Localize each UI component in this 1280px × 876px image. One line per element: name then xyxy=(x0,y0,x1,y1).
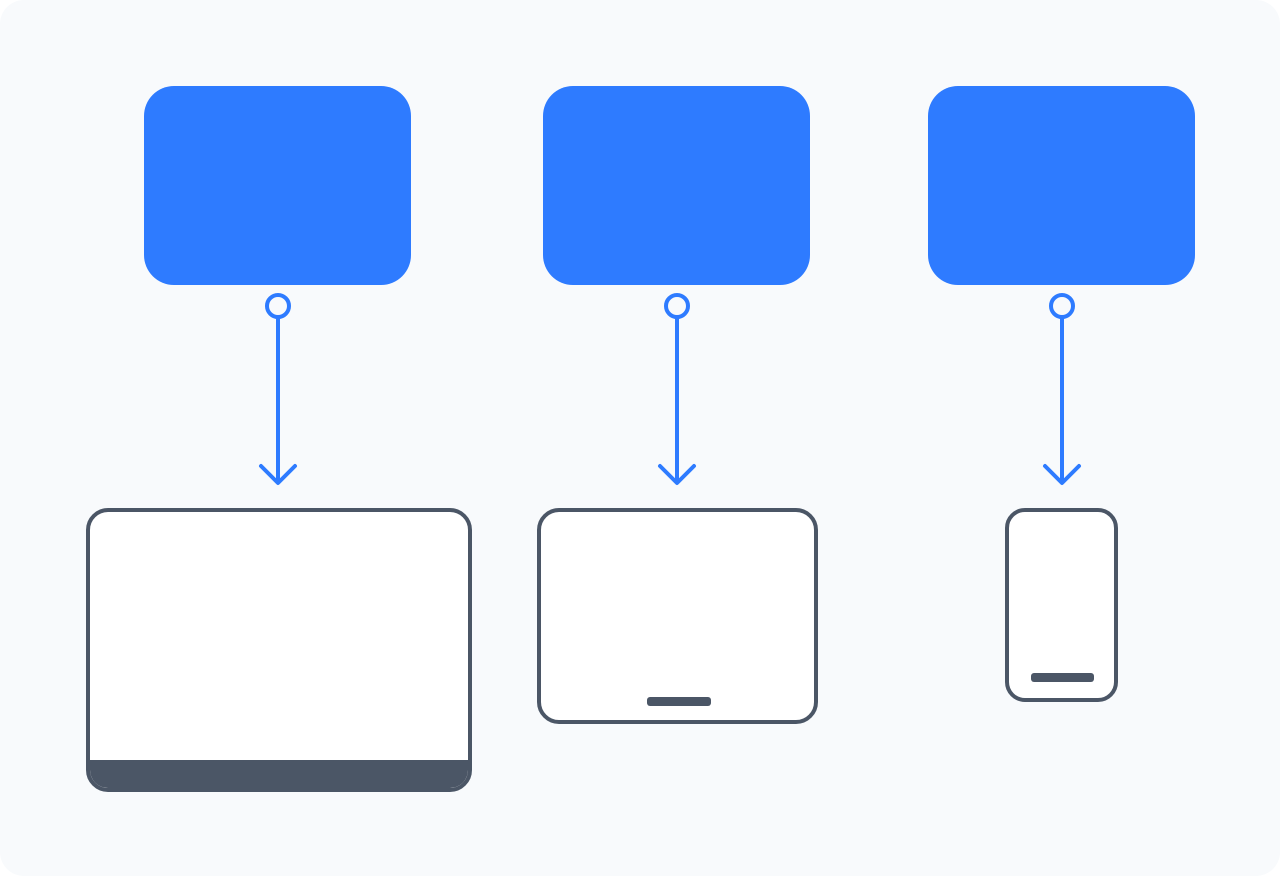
connector-3 xyxy=(1043,293,1081,485)
tablet-home-indicator xyxy=(647,697,711,706)
arrow-down-icon xyxy=(1043,464,1081,485)
phone-icon xyxy=(1005,508,1118,702)
connector-start-circle xyxy=(664,293,690,319)
connector-start-circle xyxy=(1049,293,1075,319)
blue-panel-1 xyxy=(144,86,411,285)
connector-2 xyxy=(658,293,696,485)
laptop-icon xyxy=(86,508,472,792)
connector-1 xyxy=(259,293,297,485)
phone-home-indicator xyxy=(1031,673,1094,682)
blue-panel-3 xyxy=(928,86,1195,285)
blue-panel-2 xyxy=(543,86,810,285)
connector-start-circle xyxy=(265,293,291,319)
tablet-icon xyxy=(537,508,818,724)
arrow-down-icon xyxy=(259,464,297,485)
laptop-base xyxy=(90,760,468,788)
arrow-down-icon xyxy=(658,464,696,485)
